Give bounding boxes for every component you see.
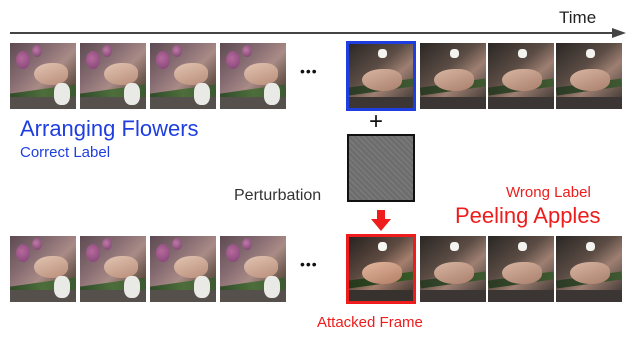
frame-top-3 (150, 43, 216, 109)
frame-bottom-4 (220, 236, 286, 302)
frame-top-7 (488, 43, 554, 109)
frame-bottom-7 (488, 236, 554, 302)
time-axis (10, 28, 626, 38)
frame-top-4 (220, 43, 286, 109)
time-label: Time (559, 8, 597, 27)
ellipsis-top: ••• (300, 63, 318, 79)
frame-top-2 (80, 43, 146, 109)
perturbation-label: Perturbation (234, 187, 322, 204)
attacked-frame-highlight (346, 234, 416, 304)
frame-bottom-8 (556, 236, 622, 302)
plus-sign: + (369, 108, 384, 135)
perturbation-square (347, 134, 415, 202)
frame-bottom-1 (10, 236, 76, 302)
frame-bottom-6 (420, 236, 486, 302)
frame-bottom-2 (80, 236, 146, 302)
target-frame-highlight (346, 41, 416, 111)
attacked-frame-caption: Attacked Frame (317, 314, 423, 331)
frame-top-target (348, 43, 414, 109)
frame-bottom-3 (150, 236, 216, 302)
arrow-right-icon (612, 28, 626, 38)
ellipsis-bottom: ••• (300, 256, 318, 272)
wrong-label-caption: Wrong Label (506, 184, 591, 201)
frame-top-6 (420, 43, 486, 109)
frame-top-1 (10, 43, 76, 109)
arrow-down-icon (371, 210, 391, 231)
frame-top-8 (556, 43, 622, 109)
correct-label-caption: Correct Label (20, 144, 111, 161)
true-class-label: Arranging Flowers (20, 116, 199, 141)
frame-bottom-attacked (348, 236, 414, 302)
wrong-class-label: Peeling Apples (455, 203, 601, 228)
